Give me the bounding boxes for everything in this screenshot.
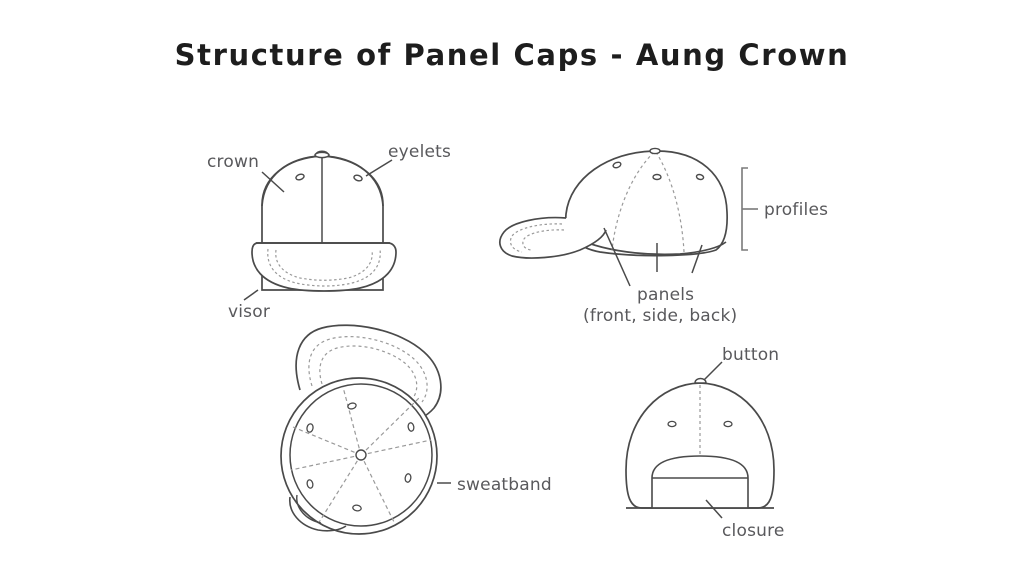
page-title: Structure of Panel Caps - Aung Crown — [174, 38, 850, 72]
front-view-cap: crown eyelets visor — [207, 142, 451, 322]
label-profiles: profiles — [764, 200, 828, 220]
label-crown: crown — [207, 152, 259, 172]
button-leader-line — [703, 361, 723, 381]
bottom-eyelet-icon-4 — [352, 504, 362, 512]
bottom-panel-seams — [290, 386, 432, 525]
bottom-eyelets-group — [306, 402, 415, 512]
side-panel-seam-front — [611, 151, 655, 251]
visor-leader-line — [243, 289, 259, 301]
back-top-button-icon — [694, 377, 707, 384]
side-panel-seam-back — [655, 151, 685, 253]
eyelets-leader-line — [365, 159, 393, 177]
back-closure-shape — [651, 455, 749, 508]
sweatband-tail — [289, 496, 347, 532]
back-eyelet-icon-left — [667, 420, 677, 428]
side-visor-stitch-inner — [522, 229, 565, 251]
front-top-button-base — [314, 151, 330, 159]
bottom-visor-stitch-outer — [308, 336, 428, 403]
front-eyelet-icon-right — [353, 174, 363, 182]
bottom-eyelet-icon-1 — [347, 402, 357, 410]
closure-leader-line — [705, 499, 723, 519]
front-visor-stitch-outer — [267, 248, 381, 287]
crown-leader-line — [261, 171, 285, 193]
side-view-cap: profiles panels (front, side, back) — [499, 147, 828, 326]
side-eyelet-icon-3 — [695, 173, 705, 181]
bottom-eyelet-icon-6 — [306, 423, 314, 433]
bottom-interior-view-cap: sweatband — [280, 324, 552, 535]
label-eyelets: eyelets — [388, 142, 451, 162]
bottom-visor-stitch-inner — [319, 345, 418, 399]
side-crown-shape — [565, 150, 728, 257]
panels-leader-line-back — [691, 244, 703, 274]
label-visor: visor — [228, 302, 270, 322]
label-button: button — [722, 345, 779, 365]
side-top-button-icon — [649, 147, 661, 155]
label-panels-detail: (front, side, back) — [583, 306, 737, 326]
sweatband-tail-inner — [296, 494, 322, 524]
label-sweatband: sweatband — [457, 475, 552, 495]
label-closure: closure — [722, 521, 785, 541]
panels-leader-line-front — [603, 227, 631, 287]
side-eyelet-icon-1 — [612, 161, 622, 169]
side-eyelet-icon-2 — [652, 173, 662, 181]
bottom-eyelet-icon-5 — [306, 479, 314, 489]
front-eyelet-icon-left — [295, 173, 305, 181]
front-visor-stitch-inner — [275, 249, 373, 281]
bottom-eyelet-icon-2 — [407, 422, 415, 432]
bottom-center-button-icon — [355, 449, 367, 461]
bottom-eyelet-icon-3 — [404, 473, 412, 483]
front-visor-shape — [251, 242, 397, 292]
back-view-cap: button closure — [625, 345, 785, 541]
back-eyelet-icon-right — [723, 420, 733, 428]
label-panels: panels — [637, 285, 694, 305]
